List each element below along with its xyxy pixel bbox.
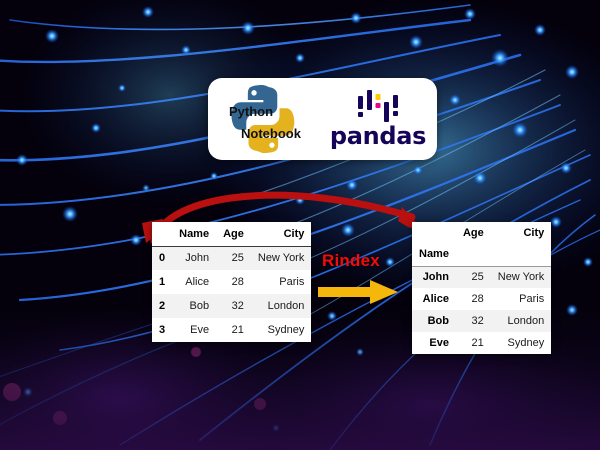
pandas-wordmark: pandas — [329, 122, 427, 150]
table-row: Eve 21 Sydney — [412, 332, 552, 354]
col-header-index-left — [152, 222, 173, 247]
python-word-label: Python — [229, 104, 274, 119]
cell-city: Sydney — [267, 324, 305, 336]
cell-name: John — [185, 252, 210, 265]
reindex-label: Rindex — [322, 251, 380, 270]
col-header-city: City — [523, 227, 545, 239]
col-header-index-right — [412, 222, 456, 244]
row-index: Alice — [422, 293, 449, 305]
col-header-age: Age — [462, 227, 484, 239]
col-header-name: Name — [172, 222, 217, 247]
table-row: Bob 32 London — [412, 310, 552, 332]
cell-age: 28 — [471, 293, 484, 305]
cell-age: 21 — [471, 337, 484, 349]
python-logo-icon: Python Notebook — [220, 82, 306, 156]
dataframe-table-left: Name Age City 0 John 25 New York 1 Alice… — [152, 222, 312, 342]
row-index: John — [422, 271, 449, 284]
table-row: Alice 28 Paris — [412, 288, 552, 310]
cell-age: 25 — [471, 271, 484, 284]
logo-card: Python Notebook pandas — [208, 78, 437, 160]
cell-city: New York — [257, 252, 305, 265]
row-index: 2 — [159, 300, 166, 312]
cell-name: Eve — [190, 324, 210, 336]
table-row: 2 Bob 32 London — [152, 294, 312, 318]
cell-age: 21 — [231, 324, 244, 336]
cell-name: Alice — [185, 276, 210, 288]
cell-city: London — [507, 315, 545, 327]
cell-city: Paris — [279, 276, 305, 288]
table-row: 1 Alice 28 Paris — [152, 270, 312, 294]
cell-age: 28 — [231, 276, 244, 288]
cell-age: 25 — [231, 252, 244, 265]
row-index: 1 — [159, 276, 166, 288]
table-row: 0 John 25 New York — [152, 246, 312, 270]
cell-city: London — [267, 300, 305, 312]
table-row: John 25 New York — [412, 266, 552, 288]
row-index: Eve — [429, 337, 449, 349]
index-name-spacer-city — [490, 244, 552, 267]
cell-name: Bob — [189, 300, 210, 312]
pandas-logo-icon: pandas — [322, 90, 434, 148]
index-name-header: Name — [412, 244, 456, 267]
cell-city: New York — [497, 271, 545, 284]
table-row: 3 Eve 21 Sydney — [152, 318, 312, 342]
dataframe-table-right: Age City Name John 25 New York Alice 28 … — [412, 222, 552, 354]
cell-age: 32 — [471, 315, 484, 327]
reindex-yellow-arrow — [318, 280, 398, 304]
index-name-spacer-age — [455, 244, 491, 267]
cell-age: 32 — [231, 300, 244, 312]
cell-city: Paris — [519, 293, 545, 305]
cell-city: Sydney — [507, 337, 545, 349]
row-index: 0 — [159, 252, 166, 265]
row-index: 3 — [159, 324, 166, 336]
row-index: Bob — [427, 315, 449, 327]
col-header-age: Age — [216, 222, 251, 247]
notebook-word-label: Notebook — [241, 126, 301, 141]
col-header-city: City — [250, 222, 312, 247]
